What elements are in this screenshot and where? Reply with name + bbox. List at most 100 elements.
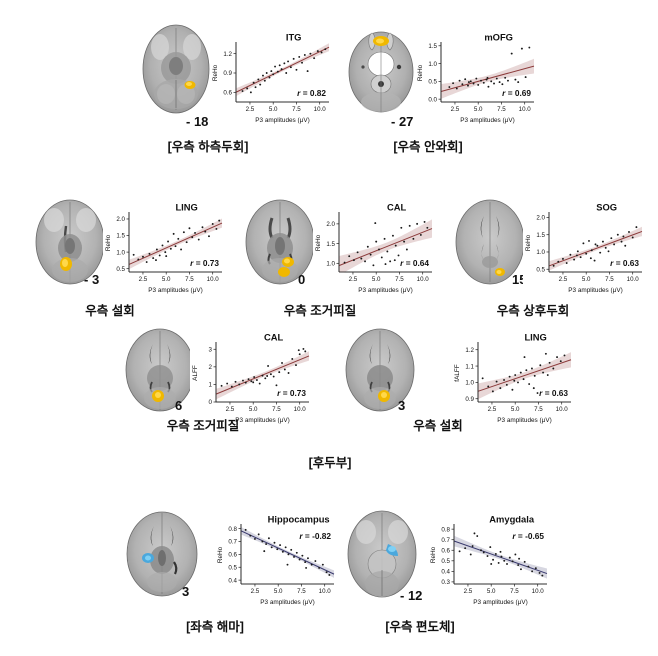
svg-text:5.0: 5.0 [474,106,483,113]
svg-text:0.5: 0.5 [441,558,450,565]
svg-text:5.0: 5.0 [582,276,591,283]
slice-label-ling-reho: - 3 [84,272,100,287]
svg-text:1.0: 1.0 [536,249,545,256]
plot-hippocampus: 0.40.50.60.70.82.55.07.510.00.40.50.60.7… [215,512,340,608]
svg-text:1.2: 1.2 [465,347,474,354]
svg-text:P3 amplitudes (μV): P3 amplitudes (μV) [260,599,314,606]
svg-text:7.5: 7.5 [497,106,506,113]
caption-occipital-group: [후두부] [308,456,352,470]
scatter-cal-reho: 1.01.52.02.55.07.510.01.01.52.02.55.07.5… [313,200,438,296]
svg-text:ReHo: ReHo [217,546,224,563]
scatter-sog-reho: 0.51.01.52.02.55.07.510.00.51.01.52.02.5… [523,200,648,296]
scatter-ling-reho: 0.51.01.52.02.55.07.510.00.51.01.52.02.5… [103,200,228,296]
brain-slice-mofg: - 27 [335,22,427,129]
svg-text:10.0: 10.0 [627,276,640,283]
svg-text:fALFF: fALFF [454,364,461,381]
svg-text:r = 0.64: r = 0.64 [400,258,429,268]
plot-amygdala: 0.30.40.50.60.70.82.55.07.510.00.30.40.5… [428,512,553,608]
svg-text:7.5: 7.5 [605,276,614,283]
brain-image-amygdala [347,510,417,598]
panel-mofg: - 27 [335,22,427,129]
svg-text:0.9: 0.9 [223,70,232,77]
svg-text:P3 amplitudes (μV): P3 amplitudes (μV) [358,287,412,294]
svg-text:r = 0.63: r = 0.63 [610,258,639,268]
svg-text:ReHo: ReHo [105,234,112,251]
brain-slice-hippocampus: 3 [112,508,212,600]
svg-text:1.5: 1.5 [428,43,437,50]
svg-text:1.5: 1.5 [326,241,335,248]
svg-text:0.3: 0.3 [441,579,450,586]
svg-text:5.0: 5.0 [372,276,381,283]
svg-text:5.0: 5.0 [162,276,171,283]
svg-text:2.5: 2.5 [488,406,497,413]
brain-slice-ling-reho: - 3 [22,196,118,288]
panel-itg: - 18 [130,22,222,129]
svg-text:ReHo: ReHo [417,64,424,81]
svg-text:r = -0.65: r = -0.65 [512,531,544,541]
svg-text:0.7: 0.7 [228,539,237,546]
slice-label-cal-reho: 0 [298,272,306,287]
svg-text:ALFF: ALFF [192,365,199,381]
brain-image-mofg [348,31,414,113]
panel-cal-alff: 6 [112,326,208,414]
panel-amygdala: - 12 [332,508,432,604]
svg-text:0.4: 0.4 [441,569,450,576]
svg-text:0: 0 [209,399,213,406]
svg-text:0.6: 0.6 [223,90,232,97]
svg-text:2.0: 2.0 [536,215,545,222]
svg-text:1.0: 1.0 [428,61,437,68]
slice-label-hippocampus: 3 [182,584,190,599]
plot-sog-reho: 0.51.01.52.02.55.07.510.00.51.01.52.02.5… [523,200,648,296]
svg-text:0.0: 0.0 [428,96,437,103]
scatter-mofg: 0.00.51.01.52.55.07.510.00.00.51.01.52.5… [415,30,540,126]
slice-label-amygdala: - 12 [400,588,423,603]
svg-text:0.4: 0.4 [228,577,237,584]
svg-text:2: 2 [209,364,213,371]
svg-text:2.0: 2.0 [326,221,335,228]
svg-text:0.5: 0.5 [428,79,437,86]
svg-text:0.6: 0.6 [228,552,237,559]
plot-itg: 0.60.91.22.55.07.510.00.60.91.22.55.07.5… [210,30,335,126]
brain-image-hippocampus [126,511,198,597]
svg-text:r = 0.73: r = 0.73 [277,388,306,398]
svg-text:10.0: 10.0 [556,406,569,413]
svg-text:5.0: 5.0 [274,588,283,595]
svg-text:SOG: SOG [596,202,617,213]
svg-text:P3 amplitudes (μV): P3 amplitudes (μV) [497,417,551,424]
svg-text:Hippocampus: Hippocampus [268,514,330,525]
svg-text:0.6: 0.6 [441,547,450,554]
caption-itg-region: [우측 하측두회] [167,140,249,154]
svg-text:5.0: 5.0 [511,406,520,413]
svg-text:r = 0.82: r = 0.82 [297,88,326,98]
svg-text:2.5: 2.5 [464,588,473,595]
svg-text:2.5: 2.5 [226,406,235,413]
scatter-hippocampus: 0.40.50.60.70.82.55.07.510.00.40.50.60.7… [215,512,340,608]
panel-hippocampus: 3 [112,508,212,600]
panel-ling-reho: - 3 [22,196,118,288]
svg-text:10.0: 10.0 [519,106,532,113]
svg-text:2.5: 2.5 [559,276,568,283]
caption-amygdala-region: [우측 편도체] [385,620,455,634]
slice-label-mofg: - 27 [391,114,414,129]
svg-text:ReHo: ReHo [430,546,437,563]
svg-text:2.0: 2.0 [116,216,125,223]
brain-image-ling-reho [35,199,105,285]
svg-text:r = 0.69: r = 0.69 [502,88,531,98]
svg-text:r = -0.82: r = -0.82 [299,531,331,541]
svg-text:1.5: 1.5 [116,233,125,240]
svg-text:10.0: 10.0 [294,406,307,413]
slice-label-itg: - 18 [186,114,209,129]
slice-label-ling-falff: 3 [398,398,406,413]
svg-text:7.5: 7.5 [534,406,543,413]
caption-ling-falff-region: 우측 설회 [413,419,463,433]
plot-ling-falff: 0.91.01.11.22.55.07.510.00.91.01.11.22.5… [452,330,577,426]
svg-text:2.5: 2.5 [251,588,260,595]
brain-slice-itg: - 18 [130,22,222,129]
slice-label-sog-reho: 15 [512,272,527,287]
caption-cal-alff-region: 우측 조거피질 [166,419,240,433]
svg-text:CAL: CAL [387,202,407,213]
svg-text:ReHo: ReHo [525,234,532,251]
svg-text:5.0: 5.0 [249,406,258,413]
